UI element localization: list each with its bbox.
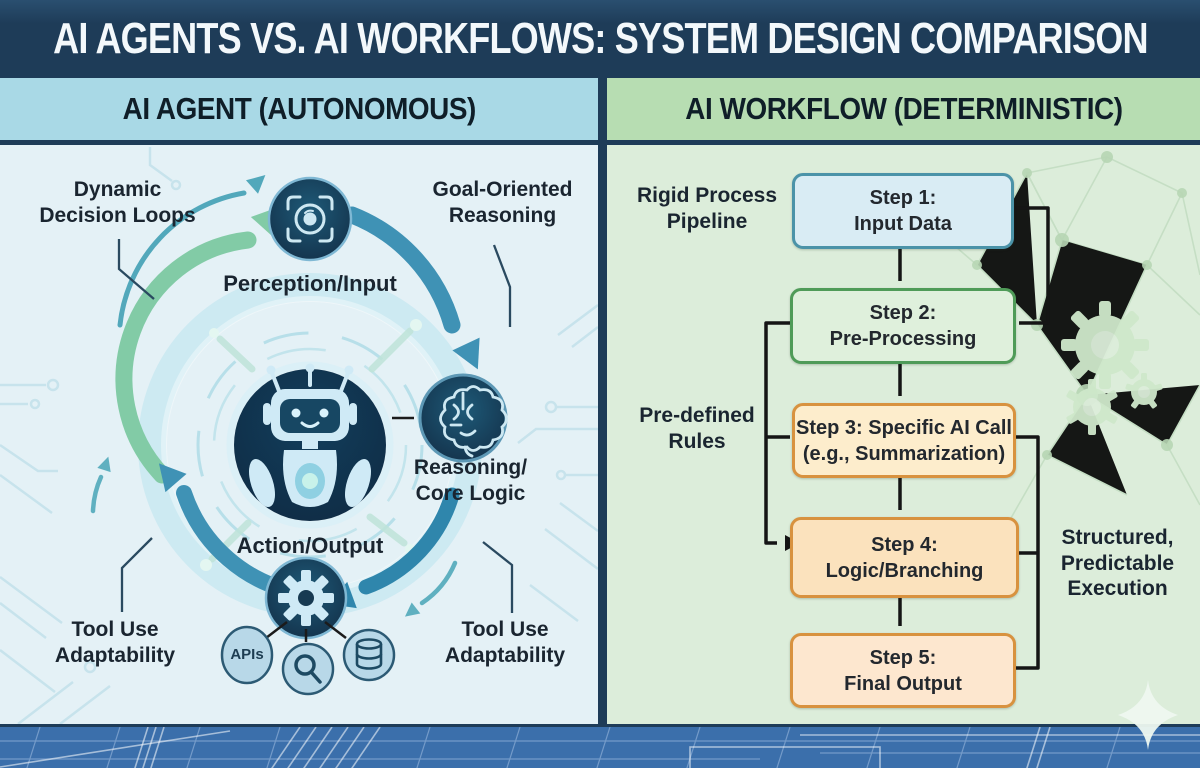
workflow-graphic <box>764 151 1200 670</box>
ai-workflow-diagram: Step 1: Input Data Step 2: Pre-Processin… <box>607 145 1200 724</box>
ai-agent-panel: AI AGENT (AUTONOMOUS) <box>0 78 598 724</box>
tool-arrows <box>265 621 347 642</box>
comparison-panels: AI AGENT (AUTONOMOUS) <box>0 78 1200 724</box>
label-perception-input: Perception/Input <box>223 271 397 296</box>
flow-step-2: Step 2: Pre-Processing <box>790 288 1016 364</box>
page-title: AI AGENTS VS. AI WORKFLOWS: SYSTEM DESIG… <box>52 14 1148 63</box>
agent-cycle-graphic <box>0 147 598 724</box>
label-rigid-process-pipeline: Rigid Process Pipeline <box>636 184 778 233</box>
ai-workflow-header-label: AI WORKFLOW (DETERMINISTIC) <box>684 91 1123 126</box>
ai-agent-diagram: Dynamic Decision Loops Goal-Oriented Rea… <box>0 145 598 724</box>
sparkle-icon <box>1118 680 1178 750</box>
ai-workflow-header: AI WORKFLOW (DETERMINISTIC) <box>607 78 1200 145</box>
tool-bubbles <box>220 625 396 696</box>
circuit-pattern-right <box>517 304 598 622</box>
search-icon <box>294 654 322 684</box>
label-action-output: Action/Output <box>236 533 384 558</box>
brain-icon <box>439 385 508 458</box>
label-reasoning-core-logic: Reasoning/ Core Logic <box>413 456 528 505</box>
action-node <box>264 556 348 640</box>
robot-node <box>226 361 394 529</box>
label-structured-predictable-execution: Structured, Predictable Execution <box>1060 526 1175 601</box>
label-tool-use-left: Tool Use Adaptability <box>54 618 176 667</box>
reasoning-node <box>418 373 508 463</box>
database-bubble <box>342 628 396 682</box>
label-goal-oriented-reasoning: Goal-Oriented Reasoning <box>432 178 573 227</box>
label-dynamic-decision-loops: Dynamic Decision Loops <box>39 178 196 227</box>
blueprint-pattern <box>0 727 1200 768</box>
database-icon <box>355 638 383 670</box>
ai-workflow-panel: AI WORKFLOW (DETERMINISTIC) <box>607 78 1200 724</box>
label-tool-use-right: Tool Use Adaptability <box>444 618 566 667</box>
flow-step-4: Step 4: Logic/Branching <box>790 517 1019 598</box>
robot-icon <box>248 363 372 508</box>
circuit-pattern-left <box>0 147 182 724</box>
flow-step-3: Step 3: Specific AI Call (e.g., Summariz… <box>792 403 1016 478</box>
eye-scan-icon <box>286 195 334 243</box>
gears-decoration <box>1061 301 1163 435</box>
flow-step-5: Step 5: Final Output <box>790 633 1016 708</box>
magnifier-bubble <box>281 642 335 696</box>
glow-dots <box>200 319 422 571</box>
panel-divider <box>598 78 607 724</box>
apis-badge <box>220 625 274 685</box>
perception-node <box>267 176 353 262</box>
flow-step-1: Step 1: Input Data <box>792 173 1014 249</box>
gear-icon <box>278 570 334 626</box>
blueprint-footer <box>0 724 1200 768</box>
apis-badge-label: APIs <box>230 646 264 663</box>
label-connector-lines <box>117 239 514 613</box>
flow-connectors <box>764 206 1050 670</box>
label-pre-defined-rules: Pre-defined Rules <box>639 404 755 453</box>
title-banner: AI AGENTS VS. AI WORKFLOWS: SYSTEM DESIG… <box>0 0 1200 78</box>
ai-agent-header-label: AI AGENT (AUTONOMOUS) <box>122 91 476 126</box>
ai-agent-header: AI AGENT (AUTONOMOUS) <box>0 78 598 145</box>
